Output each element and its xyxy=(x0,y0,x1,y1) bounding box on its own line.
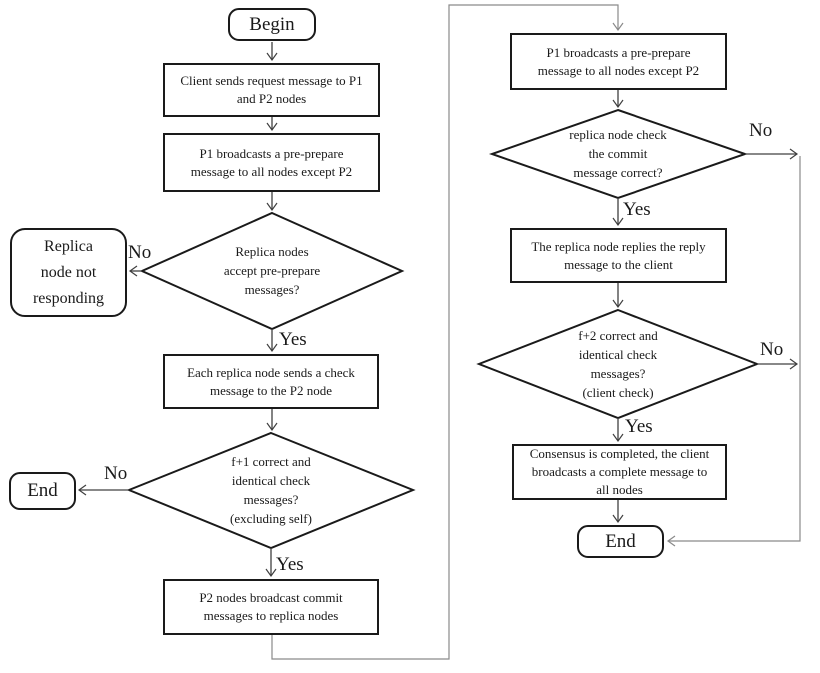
process-p2-commit: P2 nodes broadcast commit messages to re… xyxy=(163,579,379,635)
label-yes-replica-accept: Yes xyxy=(279,329,307,350)
decision-f2-check-label: f+2 correct and identical check messages… xyxy=(578,328,658,400)
decision-shapes xyxy=(126,108,760,550)
label-yes-f2-check: Yes xyxy=(625,416,653,437)
process-reply-client: The replica node replies the reply messa… xyxy=(510,228,727,283)
process-p1-broadcast-left: P1 broadcasts a pre-prepare message to a… xyxy=(163,133,380,192)
process-client-request: Client sends request message to P1 and P… xyxy=(163,63,380,117)
decision-f1-check-label: f+1 correct and identical check messages… xyxy=(230,454,312,526)
label-no-commit-check: No xyxy=(749,120,773,141)
label-no-f1-check: No xyxy=(104,463,128,484)
loop-connectors xyxy=(271,4,801,660)
terminator-begin: Begin xyxy=(228,8,316,41)
process-send-check: Each replica node sends a check message … xyxy=(163,354,379,409)
terminator-replica-not-responding: Replica node not responding xyxy=(10,228,127,317)
label-no-replica-accept: No xyxy=(128,242,152,263)
label-no-f2-check: No xyxy=(760,339,784,360)
label-yes-commit-check: Yes xyxy=(623,199,651,220)
decision-commit-check-label: replica node check the commit message co… xyxy=(569,127,667,180)
label-yes-f1-check: Yes xyxy=(276,554,304,575)
flow-arrows xyxy=(77,42,799,578)
decision-replica-accept-label: Replica nodes accept pre-prepare message… xyxy=(223,244,321,297)
process-p1-broadcast-right: P1 broadcasts a pre-prepare message to a… xyxy=(510,33,727,90)
terminator-end-right: End xyxy=(577,525,664,558)
process-consensus-complete: Consensus is completed, the client broad… xyxy=(512,444,727,500)
terminator-end-left: End xyxy=(9,472,76,510)
